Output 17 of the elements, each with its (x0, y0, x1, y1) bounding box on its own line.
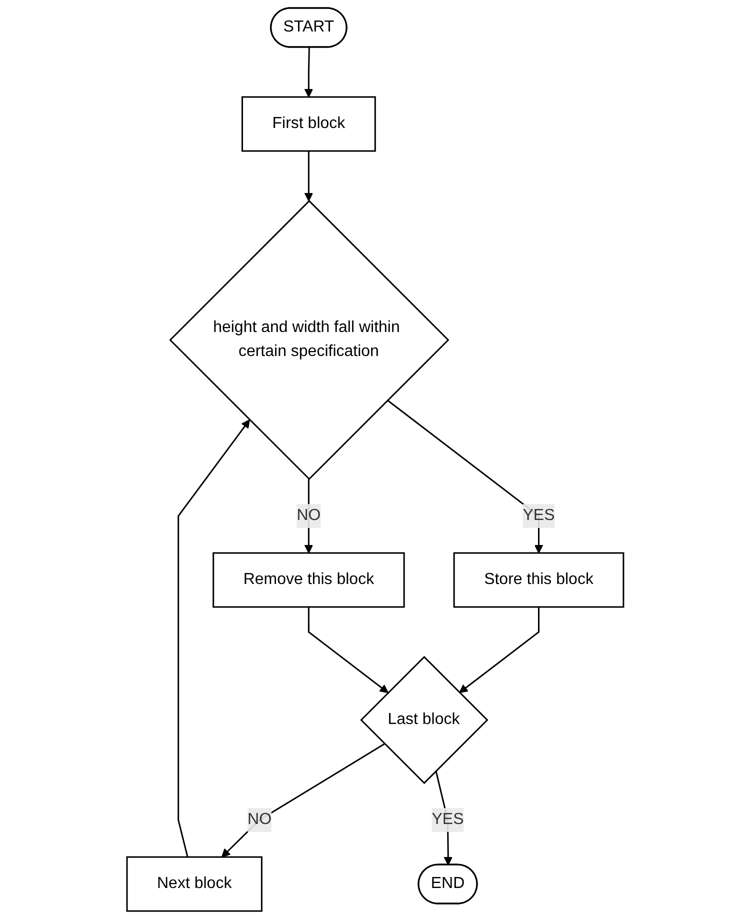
arrow (178, 420, 250, 858)
node-box: Store this block (454, 552, 624, 608)
node-box: First block (242, 96, 376, 152)
node-diamond: height and width fall within certain specification (169, 200, 450, 481)
node-box: Next block (126, 856, 263, 912)
node-diamond: Last block (360, 656, 489, 785)
edge-label: NO (248, 812, 272, 829)
edge-label: YES (432, 812, 464, 829)
arrow (459, 607, 540, 694)
arrow (222, 744, 386, 858)
node-box: Remove this block (212, 552, 406, 608)
arrow (308, 607, 389, 694)
edge-label: NO (296, 507, 321, 524)
arrow (304, 151, 314, 202)
arrow (304, 479, 314, 554)
arrow (304, 48, 314, 98)
edge-label: YES (523, 507, 556, 524)
